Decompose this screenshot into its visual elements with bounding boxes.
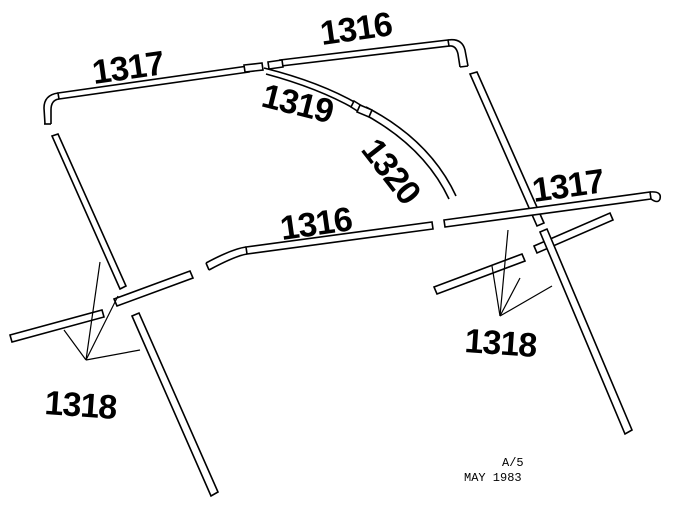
center-link-tube (112, 269, 195, 308)
top-right-bow-1316 (267, 38, 469, 70)
left-rear-upright (50, 133, 128, 291)
label-1318-left: 1318 (43, 384, 117, 427)
right-front-leg (538, 227, 634, 436)
label-1316-top: 1316 (318, 5, 394, 53)
leader-lines-right (491, 229, 553, 317)
right-leg-tube-a (432, 252, 527, 296)
left-leg-tube-a (9, 309, 105, 343)
curved-tube-1320 (355, 103, 457, 200)
leader-lines-left (63, 261, 141, 361)
label-1320: 1320 (354, 132, 428, 212)
label-1318-right: 1318 (463, 322, 537, 365)
drawing-date: MAY 1983 (464, 471, 522, 485)
sheet-reference: A/5 (502, 456, 524, 470)
label-1319: 1319 (258, 77, 337, 131)
mid-right-bow-1317 (443, 191, 662, 228)
top-left-bow-1317 (43, 62, 264, 125)
left-front-leg (130, 311, 220, 498)
mid-front-bow-1316 (205, 221, 434, 271)
right-rear-upright (468, 71, 546, 228)
